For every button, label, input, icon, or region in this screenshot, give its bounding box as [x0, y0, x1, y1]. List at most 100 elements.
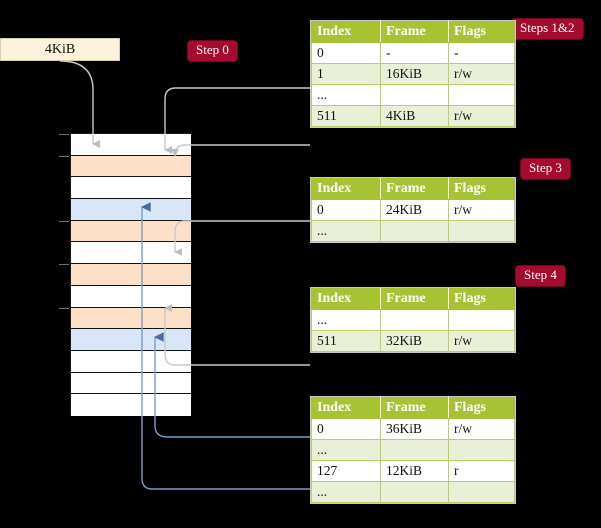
table-cell-frame: 32KiB: [380, 330, 449, 352]
table-cell-flags: r: [448, 460, 515, 482]
connector-step3: [174, 220, 310, 256]
column-header-frame: Frame: [380, 178, 449, 200]
memory-row: [71, 177, 191, 200]
table-cell-index: 511: [311, 105, 381, 127]
table-row: ...: [311, 84, 515, 106]
column-header-frame: Frame: [380, 288, 449, 310]
memory-row: [71, 199, 191, 221]
memory-row: [71, 242, 191, 265]
memory-row: [71, 134, 191, 156]
table-cell-frame: 4KiB: [380, 105, 449, 127]
table-cell-index: ...: [311, 481, 381, 503]
connector-step0: [59, 60, 100, 148]
memory-row: [71, 350, 191, 373]
badge-label: Step 3: [529, 160, 562, 175]
table-cell-frame: [380, 309, 449, 331]
memory-row-tick: [59, 307, 69, 309]
badge-label: Steps 1&2: [520, 20, 575, 35]
table-row: ...: [311, 481, 515, 503]
column-header-index: Index: [311, 288, 381, 310]
table-cell-frame: 12KiB: [380, 460, 449, 482]
column-header-flags: Flags: [448, 178, 515, 200]
table-cell-flags: r/w: [448, 63, 515, 85]
table-cell-frame: 16KiB: [380, 63, 449, 85]
badge-steps-1-2: Steps 1&2: [512, 19, 583, 39]
column-header-flags: Flags: [448, 21, 515, 43]
memory-row: [71, 264, 191, 286]
table-cell-flags: [448, 481, 515, 503]
memory-row: [71, 220, 191, 243]
table-cell-index: 511: [311, 330, 381, 352]
table-cell-index: 127: [311, 460, 381, 482]
column-header-index: Index: [311, 21, 381, 43]
table-cell-frame: [380, 439, 449, 461]
memory-row: [71, 372, 191, 395]
table-cell-index: ...: [311, 220, 381, 242]
table-cell-flags: r/w: [448, 418, 515, 440]
table-cell-index: ...: [311, 439, 381, 461]
table-row: ...: [311, 220, 515, 242]
table-cell-flags: -: [448, 42, 515, 64]
table-cell-frame: 36KiB: [380, 418, 449, 440]
badge-step-3: Step 3: [521, 159, 570, 179]
table-cell-flags: r/w: [448, 199, 515, 221]
memory-row-tick: [59, 134, 69, 135]
memory-row: [71, 394, 191, 416]
table-cell-flags: [448, 84, 515, 106]
table-cell-flags: [448, 439, 515, 461]
table-row: ...: [311, 439, 515, 461]
table-cell-frame: -: [380, 42, 449, 64]
table-cell-index: 1: [311, 63, 381, 85]
badge-step-0: Step 0: [188, 41, 237, 61]
table-cell-flags: [448, 220, 515, 242]
table-cell-flags: r/w: [448, 330, 515, 352]
column-header-flags: Flags: [448, 397, 515, 419]
table-cell-index: ...: [311, 309, 381, 331]
memory-row-tick: [59, 220, 69, 222]
column-header-index: Index: [311, 397, 381, 419]
table-cell-frame: 24KiB: [380, 199, 449, 221]
column-header-frame: Frame: [380, 397, 449, 419]
column-header-frame: Frame: [380, 21, 449, 43]
table-cell-index: 0: [311, 42, 381, 64]
table-cell-index: 0: [311, 199, 381, 221]
column-header-flags: Flags: [448, 288, 515, 310]
source-frame-box: 4KiB: [0, 38, 120, 61]
table-row: 0--: [311, 42, 515, 64]
memory-row: [71, 285, 191, 308]
memory-row: [71, 329, 191, 351]
memory-row: [71, 307, 191, 330]
table-row: ...: [311, 309, 515, 331]
table-cell-frame: [380, 481, 449, 503]
memory-row: [71, 155, 191, 178]
badge-label: Step 4: [524, 267, 557, 282]
memory-row-tick: [59, 155, 69, 157]
physical-memory-column: [59, 133, 191, 416]
column-header-index: Index: [311, 178, 381, 200]
table-cell-index: 0: [311, 418, 381, 440]
badge-label: Step 0: [196, 42, 229, 57]
table-cell-frame: [380, 220, 449, 242]
table-cell-index: ...: [311, 84, 381, 106]
table-cell-flags: r/w: [448, 105, 515, 127]
source-frame-label: 4KiB: [44, 41, 76, 57]
table-cell-frame: [380, 84, 449, 106]
badge-step-4: Step 4: [516, 266, 565, 286]
